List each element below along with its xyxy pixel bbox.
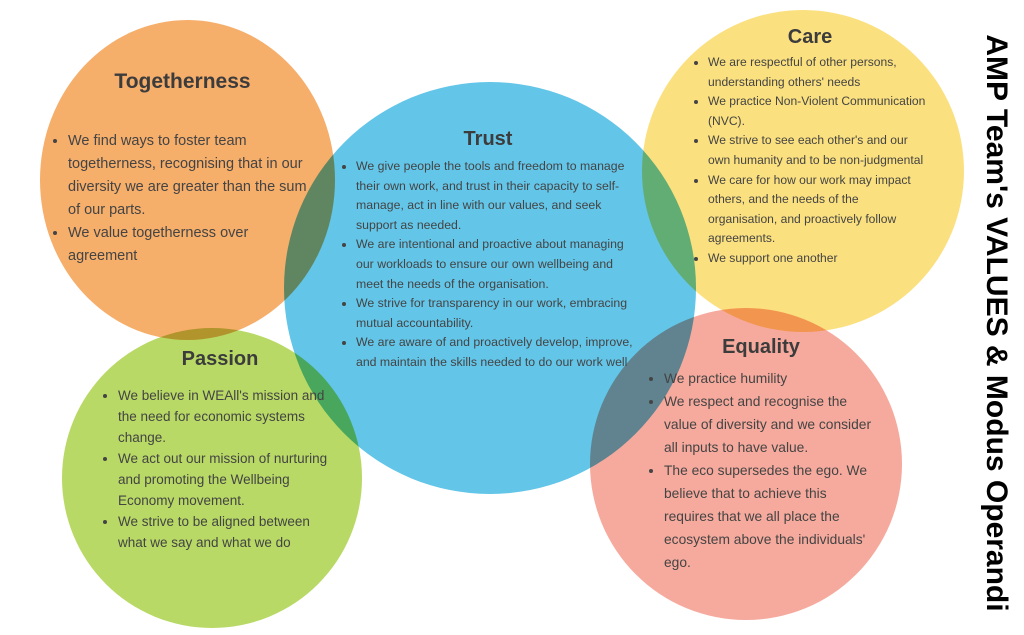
togetherness-list: We find ways to foster team togetherness… — [50, 130, 315, 268]
equality-item: The eco supersedes the ego. We believe t… — [664, 459, 876, 574]
care-item: We strive to see each other's and our ow… — [708, 131, 930, 170]
togetherness-item: We value togetherness over agreement — [68, 222, 315, 268]
side-title: AMP Team's VALUES & Modus Operandi — [980, 34, 1013, 612]
trust-item: We strive for transparency in our work, … — [356, 294, 638, 333]
care-title: Care — [787, 26, 833, 48]
togetherness-title: Togetherness — [114, 70, 251, 93]
care-item: We practice Non-Violent Communication (N… — [708, 92, 930, 131]
passion-title: Passion — [181, 348, 259, 370]
trust-list: We give people the tools and freedom to … — [338, 157, 638, 373]
care-item: We care for how our work may impact othe… — [708, 171, 930, 249]
passion-item: We believe in WEAll's mission and the ne… — [118, 385, 340, 448]
equality-item: We practice humility — [664, 367, 876, 390]
side-title-container: AMP Team's VALUES & Modus Operandi — [975, 28, 1017, 618]
trust-item: We give people the tools and freedom to … — [356, 157, 638, 235]
care-circle — [642, 10, 964, 332]
care-item: We are respectful of other persons, unde… — [708, 53, 930, 92]
equality-item: We respect and recognise the value of di… — [664, 390, 876, 459]
trust-item: We are intentional and proactive about m… — [356, 235, 638, 294]
passion-section: Passion We believe in WEAll's mission an… — [100, 348, 340, 553]
trust-item: We are aware of and proactively develop,… — [356, 333, 638, 372]
trust-section: Trust We give people the tools and freed… — [338, 128, 638, 373]
togetherness-item: We find ways to foster team togetherness… — [68, 130, 315, 222]
passion-item: We act out our mission of nurturing and … — [118, 448, 340, 511]
care-section: Care We are respectful of other persons,… — [690, 26, 930, 269]
equality-list: We practice humility We respect and reco… — [646, 367, 876, 574]
passion-item: We strive to be aligned between what we … — [118, 511, 340, 553]
passion-list: We believe in WEAll's mission and the ne… — [100, 385, 340, 553]
equality-circle — [590, 308, 902, 620]
equality-title: Equality — [722, 336, 800, 358]
care-item: We support one another — [708, 249, 930, 269]
trust-title: Trust — [463, 128, 513, 150]
togetherness-section: Togetherness We find ways to foster team… — [50, 70, 315, 268]
care-list: We are respectful of other persons, unde… — [690, 53, 930, 269]
equality-section: Equality We practice humility We respect… — [646, 336, 876, 574]
